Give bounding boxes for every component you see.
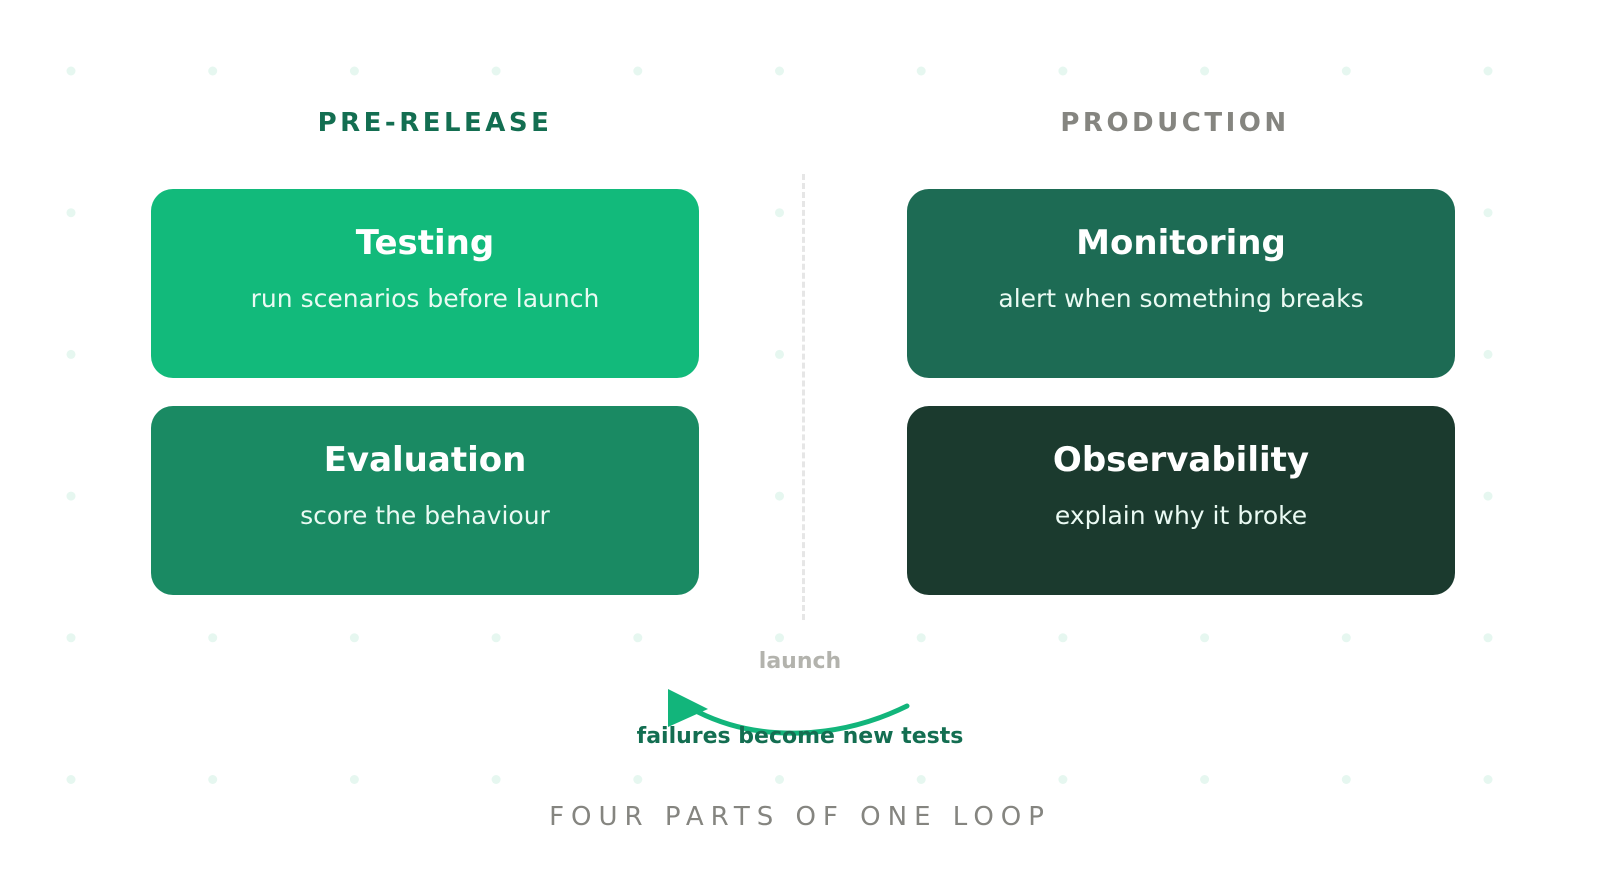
launch-label: launch (758, 649, 842, 674)
background-dot (349, 66, 359, 76)
evaluation-card-title: Evaluation (323, 440, 527, 480)
background-dot (1483, 349, 1493, 359)
monitoring-card: Monitoring alert when something breaks (907, 189, 1455, 378)
feedback-loop-curve (695, 703, 910, 736)
background-dot (1200, 633, 1210, 643)
diagram-caption: FOUR PARTS OF ONE LOOP (549, 802, 1051, 832)
background-dot (208, 66, 218, 76)
background-dot (775, 66, 784, 76)
background-dot (66, 491, 76, 501)
background-dot (633, 633, 643, 643)
observability-card: Observability explain why it broke (907, 406, 1455, 595)
background-dot (1483, 633, 1493, 643)
testing-card-subtitle: run scenarios before launch (250, 284, 600, 313)
background-dot (1483, 775, 1493, 784)
background-dot (1341, 775, 1351, 784)
feedback-loop-label: failures become new tests (636, 724, 964, 749)
background-dot (349, 633, 359, 643)
pre-release-heading: PRE-RELEASE (317, 108, 553, 138)
background-dot (1058, 775, 1068, 784)
background-dot (775, 775, 784, 784)
background-dot (1483, 66, 1493, 76)
background-dot (633, 775, 643, 784)
observability-card-title: Observability (1052, 440, 1310, 480)
background-dot (775, 208, 784, 218)
background-dot (1058, 66, 1068, 76)
production-heading: PRODUCTION (1060, 108, 1290, 138)
background-dot (775, 491, 784, 501)
background-dot (916, 66, 926, 76)
background-dot (208, 633, 218, 643)
background-dot (349, 775, 359, 784)
monitoring-card-title: Monitoring (1076, 223, 1286, 263)
background-dot (66, 349, 76, 359)
background-dot (775, 349, 784, 359)
feedback-loop-arrowhead (668, 689, 708, 727)
background-dot (775, 633, 784, 643)
background-dot (1483, 208, 1493, 218)
observability-card-subtitle: explain why it broke (1054, 501, 1308, 530)
background-dot (1483, 491, 1493, 501)
background-dot (1200, 775, 1210, 784)
background-dot (66, 208, 76, 218)
background-dot (1341, 633, 1351, 643)
background-dot (491, 633, 501, 643)
testing-card: Testing run scenarios before launch (151, 189, 699, 378)
background-dot (491, 775, 501, 784)
background-dot (1341, 66, 1351, 76)
background-dot (1200, 66, 1210, 76)
background-dot (66, 775, 76, 784)
background-dot (1058, 633, 1068, 643)
evaluation-card-subtitle: score the behaviour (300, 501, 550, 530)
background-dot (66, 633, 76, 643)
background-dot (208, 775, 218, 784)
evaluation-card: Evaluation score the behaviour (151, 406, 699, 595)
background-dot (633, 66, 643, 76)
testing-card-title: Testing (355, 223, 495, 263)
background-dot (66, 66, 76, 76)
monitoring-card-subtitle: alert when something breaks (998, 284, 1364, 313)
background-dot (916, 633, 926, 643)
background-dot (916, 775, 926, 784)
launch-divider-line (802, 174, 805, 620)
background-dot (491, 66, 501, 76)
